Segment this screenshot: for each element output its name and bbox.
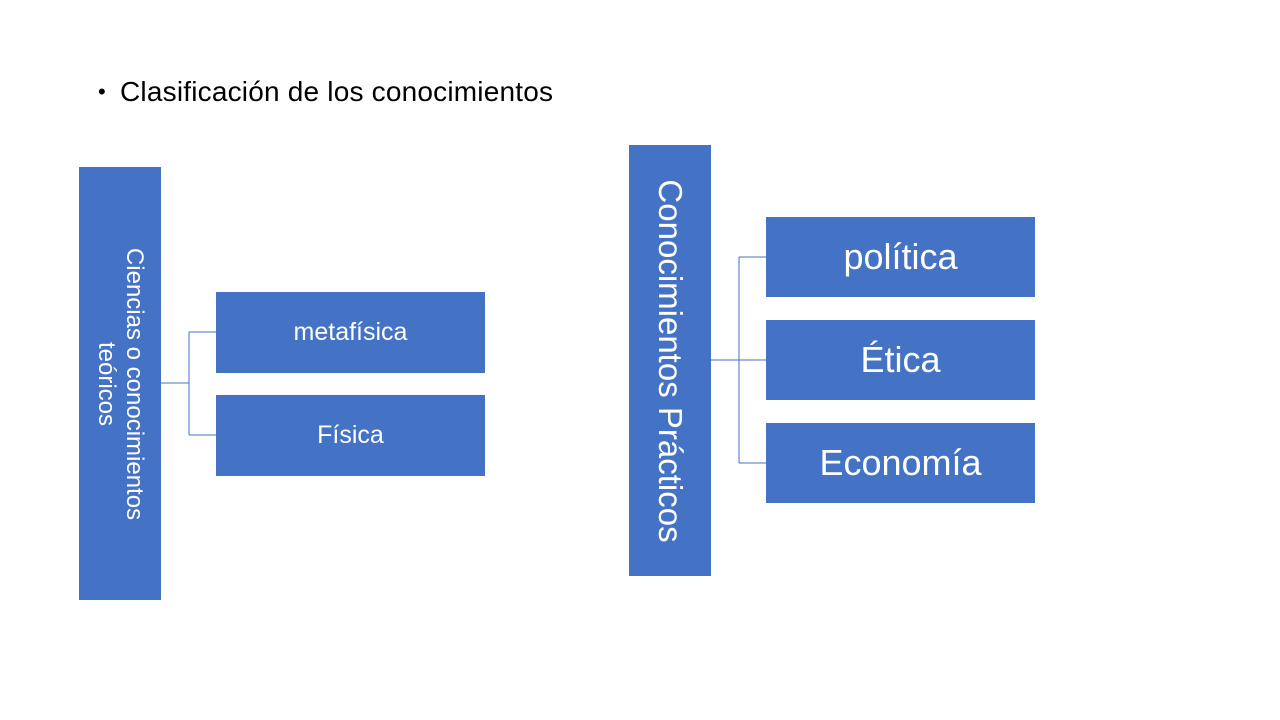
bullet-item: • Clasificación de los conocimientos (98, 72, 553, 112)
left-child-label-1: metafísica (293, 318, 408, 346)
right-child-label-2: Ética (860, 339, 941, 380)
left-child-node-1: metafísica (216, 292, 485, 373)
right-child-label-1: política (843, 236, 958, 277)
left-child-label-2: Física (317, 421, 384, 449)
right-child-node-3: Economía (766, 423, 1035, 503)
bullet-dot-icon: • (98, 79, 106, 104)
left-root-label-line2: teóricos (93, 341, 120, 426)
left-child-node-2: Física (216, 395, 485, 476)
right-child-label-3: Economía (819, 442, 982, 483)
right-child-node-2: Ética (766, 320, 1035, 400)
right-root-label: Conocimientos Prácticos (652, 178, 689, 543)
right-child-node-1: política (766, 217, 1035, 297)
left-root-label: Ciencias o conocimientos teóricos (92, 247, 148, 519)
left-root-label-line1: Ciencias o conocimientos (121, 247, 148, 520)
right-root-node: Conocimientos Prácticos (629, 145, 711, 576)
left-root-node: Ciencias o conocimientos teóricos (79, 167, 161, 600)
bullet-text: Clasificación de los conocimientos (120, 76, 554, 107)
